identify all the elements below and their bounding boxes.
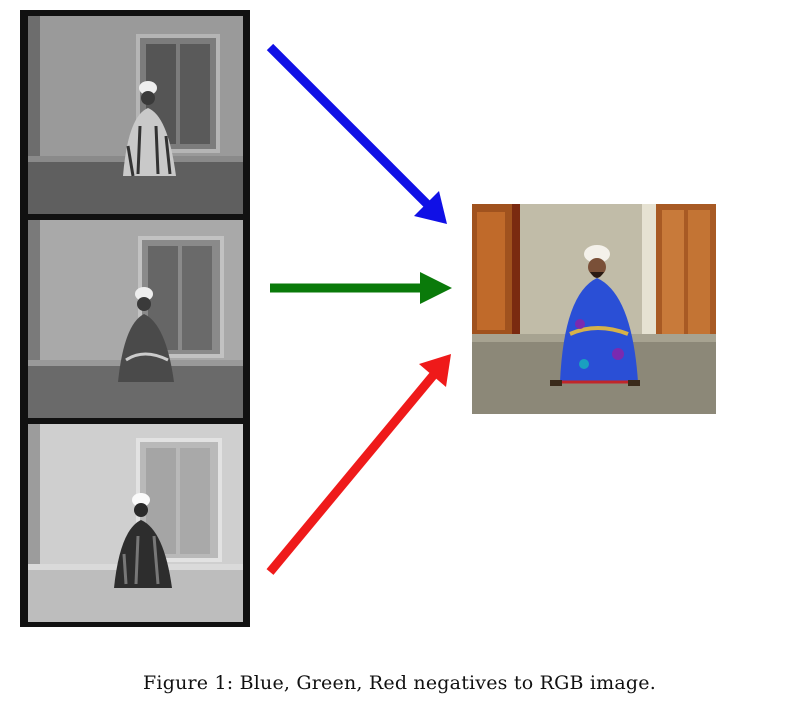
red-negative-image <box>28 424 243 622</box>
green-arrow <box>270 272 452 304</box>
blue-arrow <box>266 43 447 224</box>
negative-strip <box>20 10 250 627</box>
figure-caption: Figure 1: Blue, Green, Red negatives to … <box>143 672 656 694</box>
rgb-composite-image <box>472 204 716 414</box>
blue-negative-image <box>28 16 243 214</box>
green-negative-image <box>28 220 243 418</box>
red-arrow <box>266 354 451 575</box>
